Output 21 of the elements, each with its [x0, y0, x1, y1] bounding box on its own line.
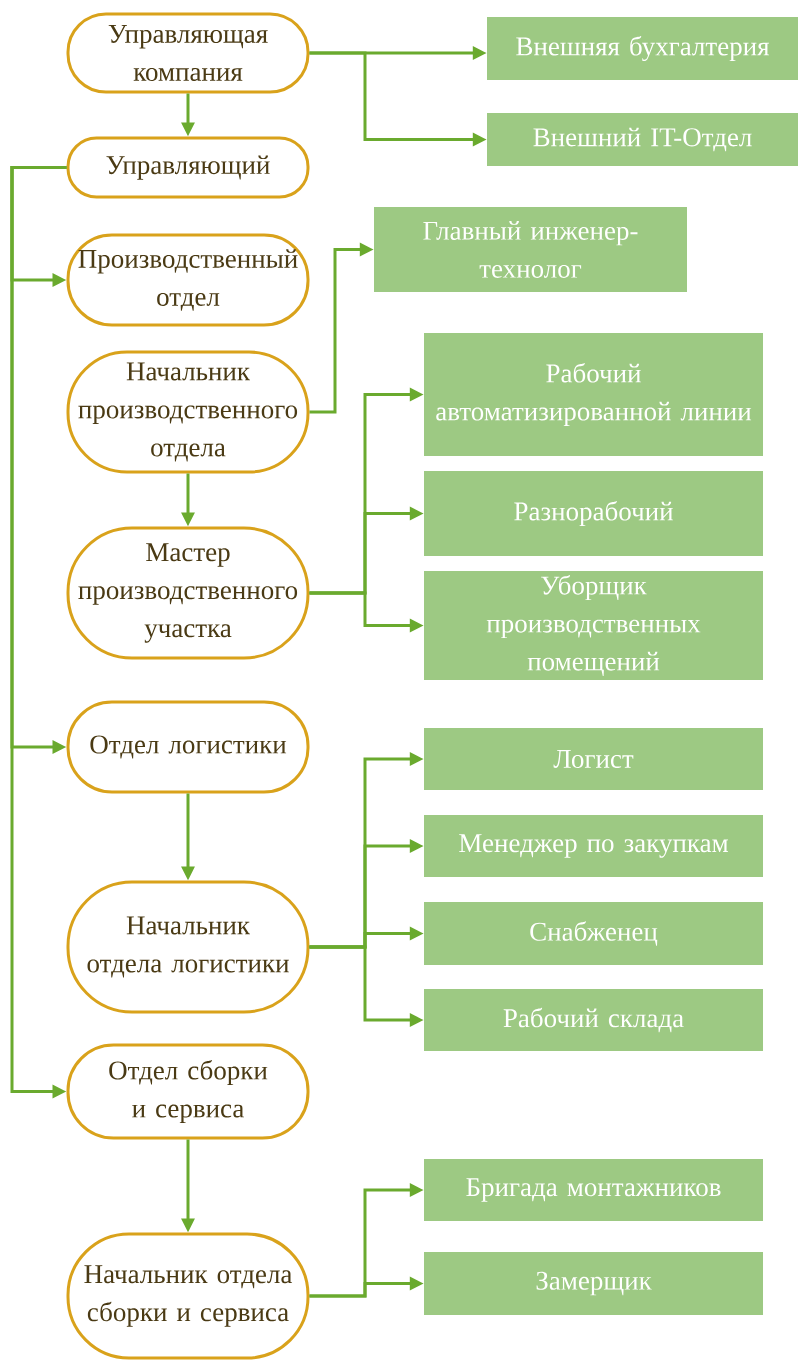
position-box: Главный инженер-технолог — [374, 207, 687, 292]
position-box: Рабочий автоматизированной линии — [424, 333, 763, 456]
position-box: Разнорабочий — [424, 471, 763, 556]
position-box: Внешний IT-Отдел — [487, 113, 798, 166]
position-box: Снабженец — [424, 902, 763, 965]
unit-box: Производственный отдел — [66, 233, 310, 327]
position-box: Замерщик — [424, 1252, 763, 1315]
position-box: Уборщик производственных помещений — [424, 571, 763, 680]
position-box: Бригада монтажников — [424, 1159, 763, 1221]
unit-box: Начальник отдела логистики — [66, 880, 310, 1014]
position-box: Рабочий склада — [424, 989, 763, 1051]
position-box: Менеджер по закупкам — [424, 815, 763, 877]
unit-box: Отдел логистики — [66, 700, 310, 794]
position-box: Логист — [424, 728, 763, 790]
unit-box: Управляющая компания — [66, 12, 310, 94]
unit-box: Начальник производственного отдела — [66, 350, 310, 474]
unit-box: Мастер производственного участка — [66, 526, 310, 660]
unit-box: Управляющий — [66, 136, 310, 199]
unit-box: Отдел сборки и сервиса — [66, 1043, 310, 1140]
unit-box: Начальник отдела сборки и сервиса — [66, 1232, 310, 1360]
position-box: Внешняя бухгалтерия — [487, 17, 798, 80]
